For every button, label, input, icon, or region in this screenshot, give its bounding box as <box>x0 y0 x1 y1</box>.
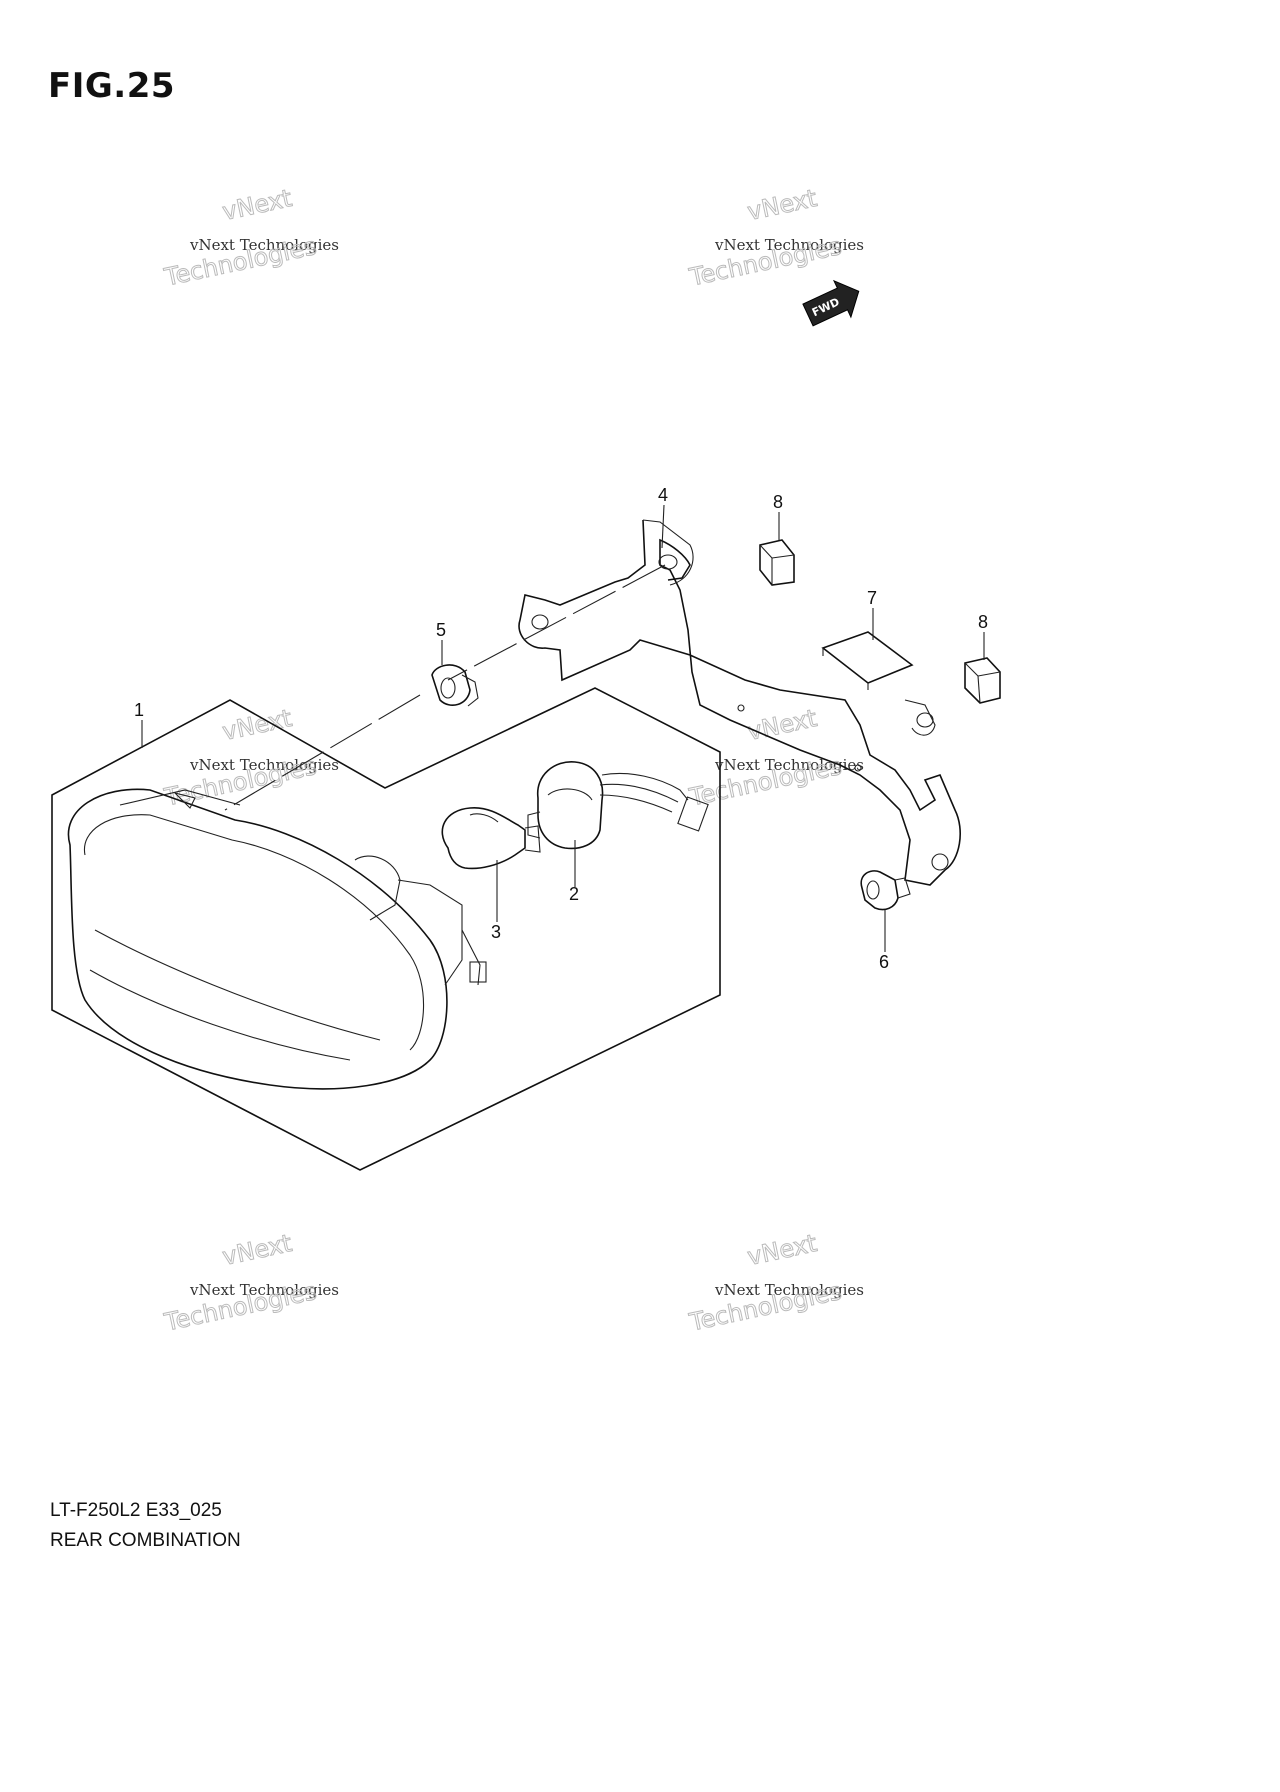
callout-1: 1 <box>134 700 144 720</box>
tail-lamp-housing <box>67 788 487 1090</box>
watermark-line1: vNext <box>220 184 294 226</box>
grommet <box>431 664 479 707</box>
watermark-line1: vNext <box>745 1229 819 1271</box>
callout-8: 8 <box>773 492 783 512</box>
watermark-line2: vNext Technologies <box>189 756 339 774</box>
bolt <box>860 870 911 911</box>
assembly-outline <box>51 687 721 1171</box>
cushion-pad-right <box>964 657 1001 704</box>
callout-5: 5 <box>436 620 446 640</box>
watermark-line1: vNext <box>220 704 294 746</box>
fwd-arrow-icon: FWD <box>802 279 860 327</box>
figure-title: FIG.25 <box>48 66 176 106</box>
callout-3: 3 <box>491 922 501 942</box>
leader-lines <box>141 504 985 952</box>
watermark-line2: vNext Technologies <box>714 1281 864 1299</box>
watermark-middle-right: vNext vNext Technologies Technologies <box>686 704 864 813</box>
callout-2: 2 <box>569 884 579 904</box>
cushion-pad-upper <box>759 539 795 586</box>
watermark-bottom-right: vNext vNext Technologies Technologies <box>686 1229 864 1338</box>
callout-4: 4 <box>658 485 668 505</box>
watermark-line2: vNext Technologies <box>189 1281 339 1299</box>
watermark-top-right: vNext vNext Technologies Technologies <box>686 184 864 293</box>
watermark-line1: vNext <box>220 1229 294 1271</box>
figure-name: REAR COMBINATION <box>50 1530 241 1551</box>
callout-6: 6 <box>879 952 889 972</box>
watermark-line1: vNext <box>745 704 819 746</box>
watermark-line2: vNext Technologies <box>714 236 864 254</box>
watermark-bottom-left: vNext vNext Technologies Technologies <box>161 1229 339 1338</box>
assembly-guide-line <box>224 564 666 811</box>
callout-8-right: 8 <box>978 612 988 632</box>
lamp-bracket <box>518 519 961 886</box>
watermark-top-left: vNext vNext Technologies Technologies <box>161 184 339 293</box>
bulb <box>441 807 541 870</box>
watermark-line2: vNext Technologies <box>189 236 339 254</box>
callout-7: 7 <box>867 588 877 608</box>
model-code: LT-F250L2 E33_025 <box>50 1500 222 1521</box>
bulb-socket <box>527 761 709 850</box>
watermark-line1: vNext <box>745 184 819 226</box>
cushion-pad <box>821 631 914 690</box>
